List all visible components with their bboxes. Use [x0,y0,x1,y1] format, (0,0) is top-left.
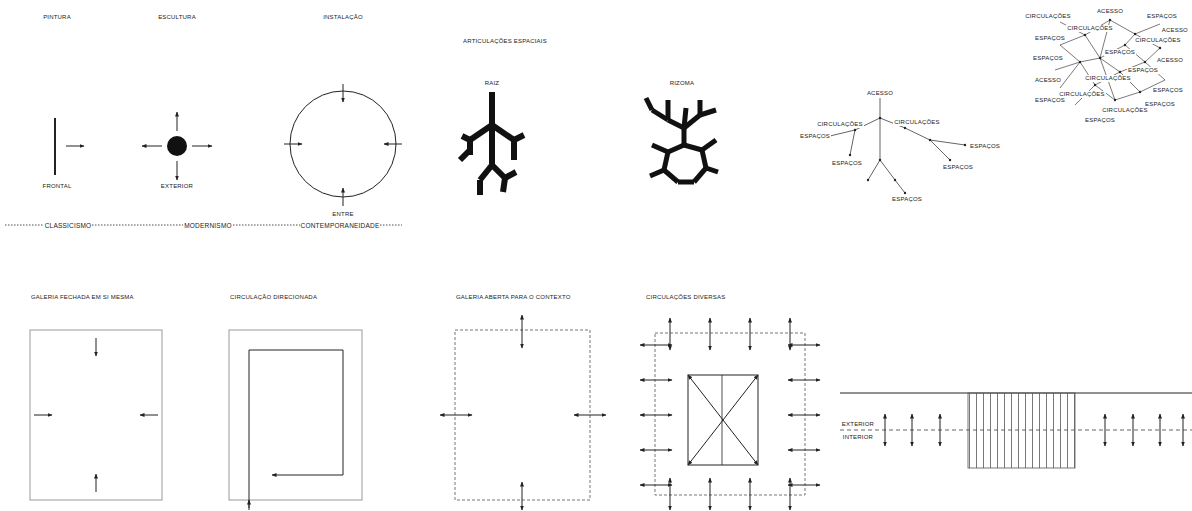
double-arrow [788,380,820,381]
label: RAIZ [484,80,500,87]
double-arrow [1105,414,1106,446]
double-arrow [1183,414,1184,446]
label: ESPAÇOS [891,196,923,203]
double-arrow [912,414,913,446]
double-arrow [750,478,751,510]
double-arrow [885,414,886,446]
label: CIRCULAÇÕES [893,119,941,126]
label: GALERIA FECHADA EM SI MESMA [30,294,135,301]
label: ACESSO [1034,77,1062,84]
label: ESPAÇOS [799,133,831,140]
label: RIZOMA [669,80,696,87]
label: CIRCULAÇÕES [1066,25,1114,32]
double-arrow [788,450,820,451]
double-arrow [1160,414,1161,446]
label: ESPAÇOS [1032,55,1064,62]
label: CIRCULAÇÕES DIVERSAS [645,294,726,301]
double-arrow [640,485,672,486]
label: ACESSO [1096,8,1124,15]
label: ESPAÇOS [1104,49,1136,56]
label: ESPAÇOS [1034,35,1066,42]
label: CIRCULAÇÕES [1084,75,1132,82]
label: ESPAÇOS [1144,101,1176,108]
label: ESPAÇOS [1146,13,1178,20]
label: CIRCULAÇÕES [1134,37,1182,44]
double-arrow [788,485,820,486]
label: ENTRE [331,211,354,218]
label: GALERIA ABERTA PARA O CONTEXTO [455,294,572,301]
double-arrow [640,345,672,346]
double-arrow [788,415,820,416]
label: ACESSO [1156,57,1184,64]
label: FRONTAL [42,183,73,190]
label: ESPAÇOS [1084,117,1116,124]
label: ESPAÇOS [1127,67,1159,74]
label: ESPAÇOS [1034,97,1066,104]
label: CONTEMPORANEIDADE [300,222,381,229]
label: CIRCULAÇÃO DIRECIONADA [229,294,318,301]
double-arrow [710,478,711,510]
label: ARTICULAÇÕES ESPACIAIS [462,38,548,45]
double-arrow [940,414,941,446]
label: PINTURA [42,14,72,21]
label: CIRCULAÇÕES [816,121,864,128]
label: ACESSO [866,90,894,97]
double-arrow [640,415,672,416]
double-arrow [790,478,791,510]
label: ESPAÇOS [942,164,974,171]
double-arrow [670,478,671,510]
double-arrow [1133,414,1134,446]
label: ESCULTURA [157,14,197,21]
label: CLASSICISMO [44,222,93,229]
label: ESPAÇOS [1152,87,1184,94]
label: CIRCULAÇÕES [1024,13,1072,20]
label: EXTERIOR [841,421,875,428]
label: ESPAÇOS [969,143,1001,150]
label: ACESSO [1161,27,1189,34]
label: MODERNISMO [183,222,233,229]
label: INTERIOR [842,434,874,441]
label: CIRCULAÇÕES [1101,107,1149,114]
double-arrow [750,318,751,350]
double-arrow [788,345,820,346]
double-arrow [640,380,672,381]
label: INSTALAÇÃO [322,14,364,21]
label: ESPAÇOS [831,160,863,167]
label: EXTERIOR [160,183,194,190]
double-arrow [640,450,672,451]
double-arrow [710,318,711,350]
